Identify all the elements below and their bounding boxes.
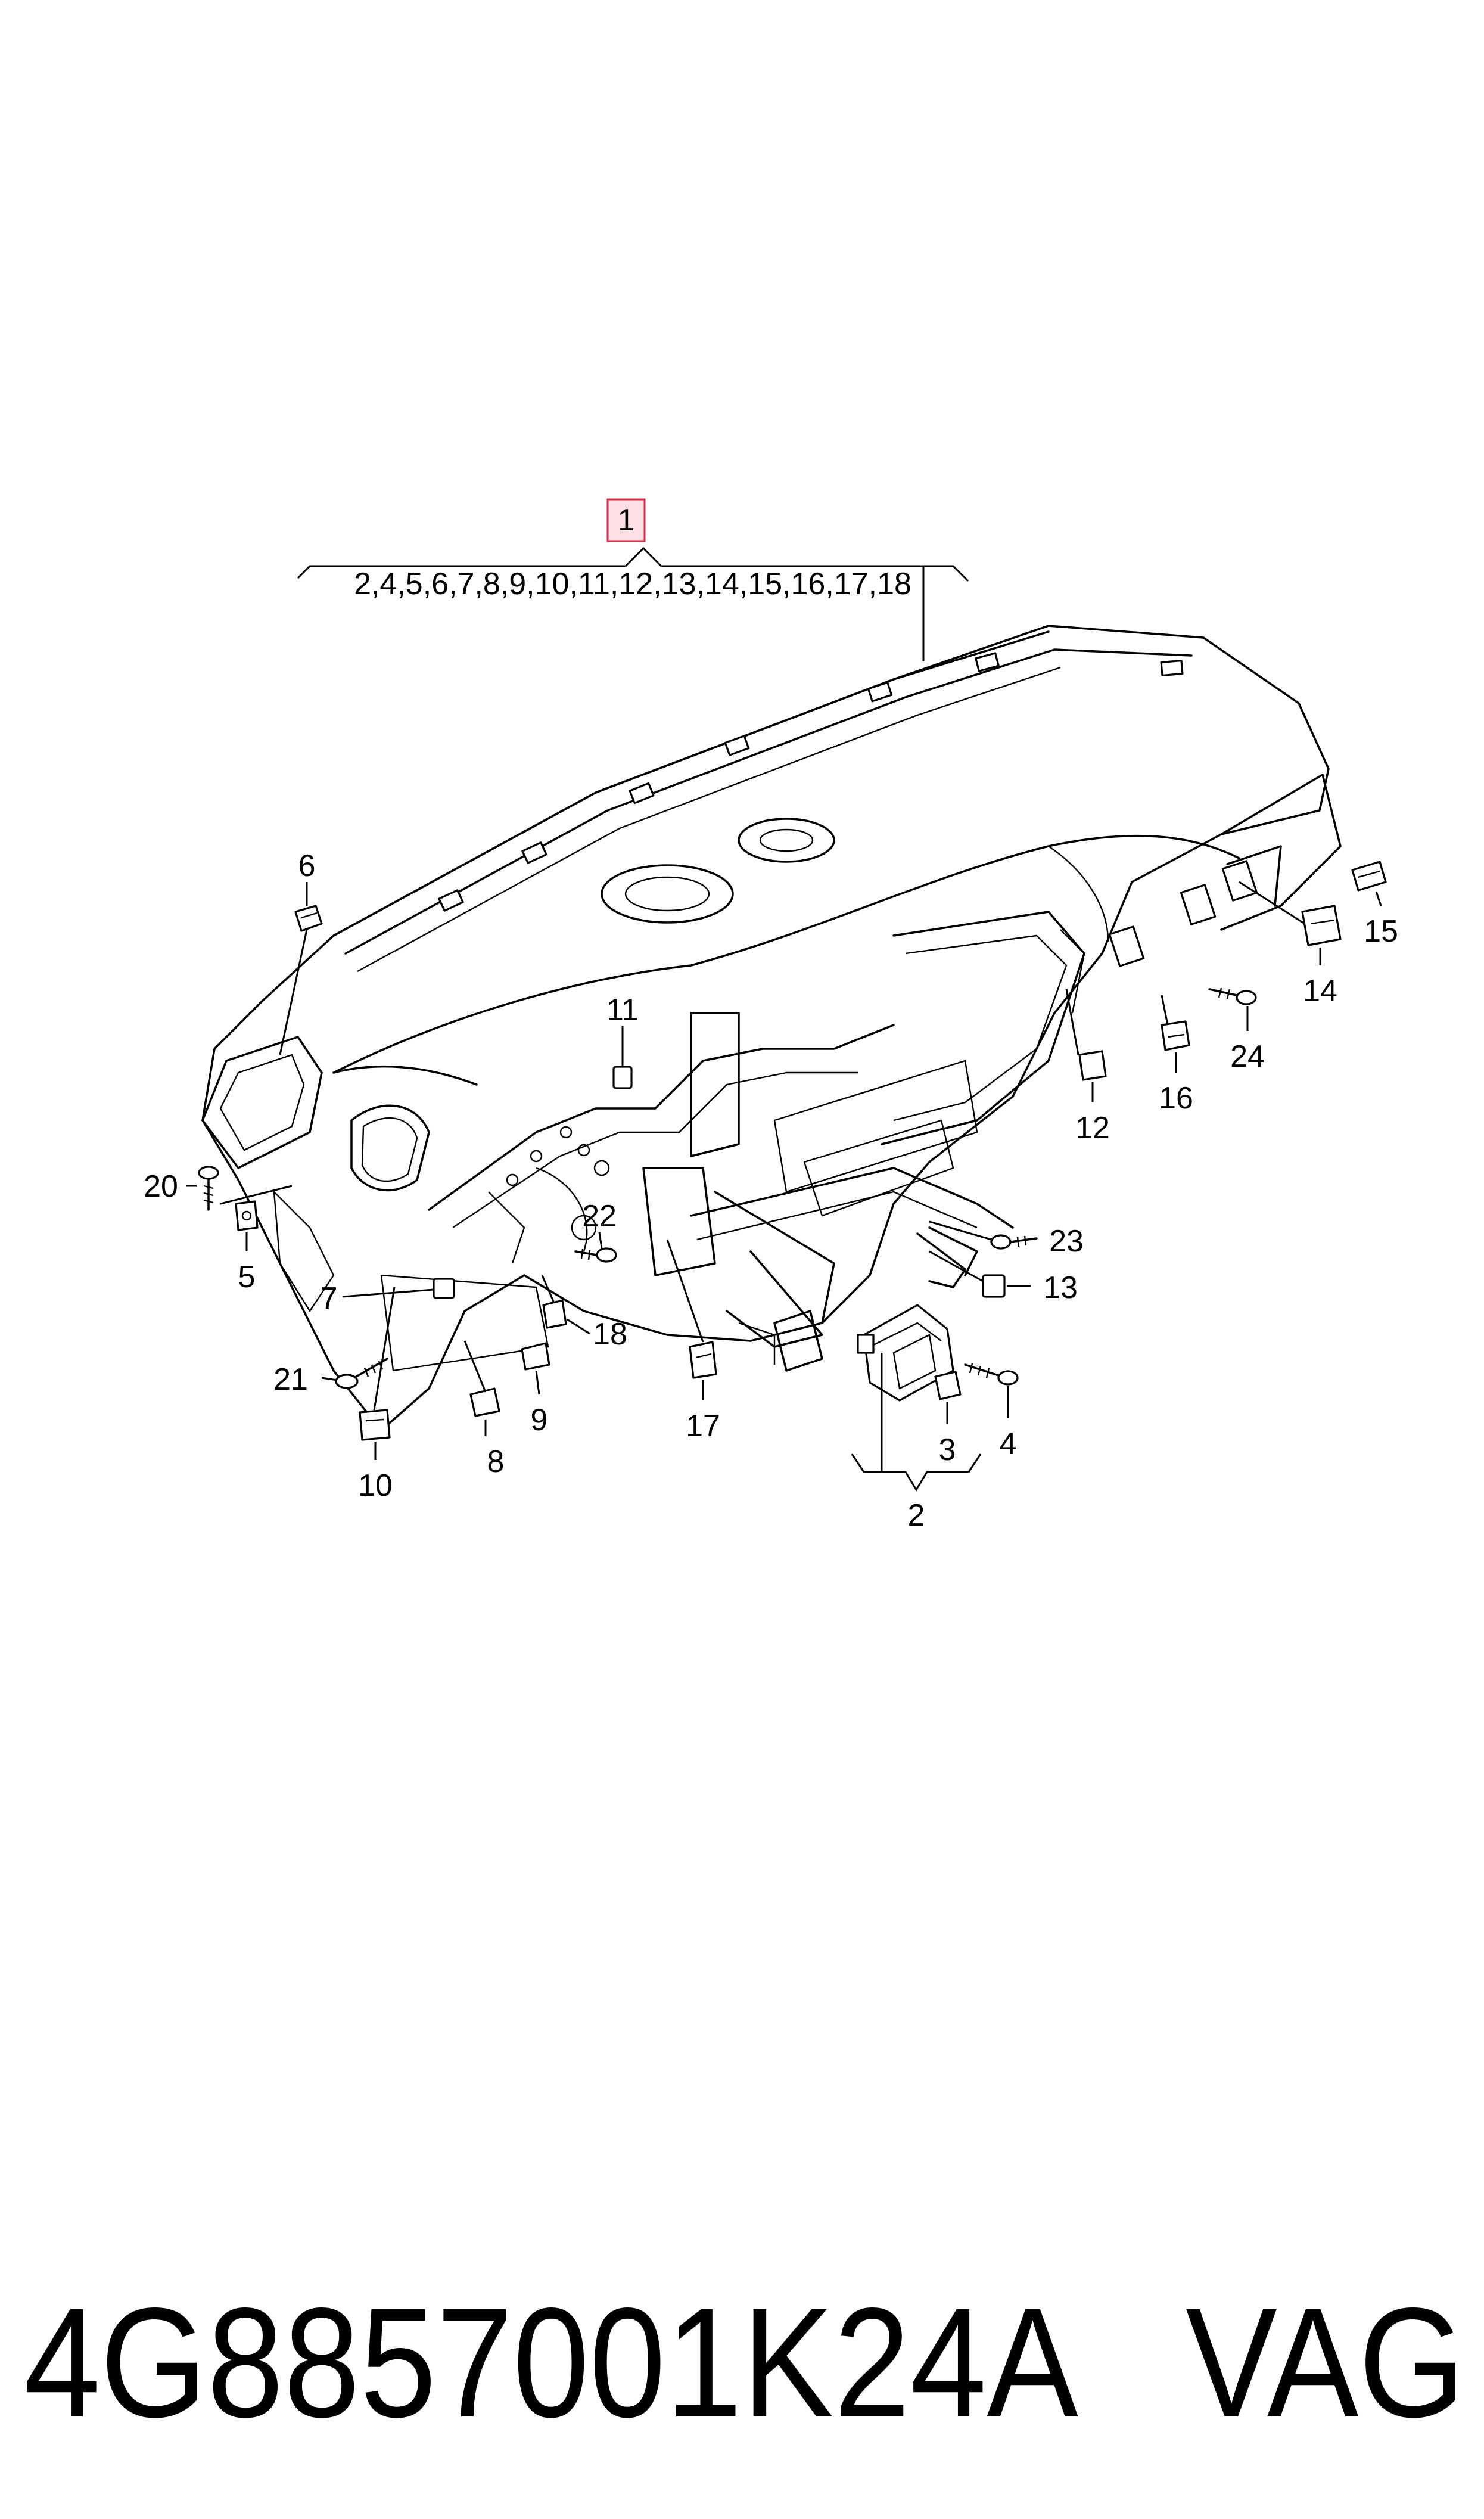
callout-14: 14 [1303,974,1337,1008]
callout-4: 4 [1000,1427,1017,1461]
callout-11: 11 [606,993,639,1027]
assembly-callout-box [606,498,646,542]
dashboard-assembly [201,625,1342,1431]
screw-22 [574,1247,617,1263]
callout-16: 16 [1159,1081,1193,1116]
leader-lines [186,546,1382,1492]
callout-6: 6 [298,849,316,883]
clip-9 [521,1342,550,1371]
callout-7: 7 [321,1281,338,1316]
clip-12 [1078,1050,1107,1081]
clip-14 [1301,905,1342,946]
clip-11 [612,1066,633,1089]
frame-holes [506,1126,610,1241]
callout-15: 15 [1364,914,1398,949]
callout-18: 18 [593,1317,627,1352]
screw-20 [198,1166,219,1211]
callout-1: 1 [618,503,635,538]
callout-22: 22 [582,1199,617,1234]
callout-2: 2 [908,1498,925,1533]
screw-4 [964,1363,1019,1386]
clip-15 [1351,861,1387,892]
clip-3 [934,1371,962,1400]
assembly-includes-list: 2,4,5,6,7,8,9,10,11,12,13,14,15,16,17,18 [354,567,911,601]
callout-9: 9 [531,1403,548,1437]
clip-5 [235,1200,259,1231]
callout-8: 8 [487,1445,505,1479]
callout-10: 10 [358,1468,393,1503]
callout-13: 13 [1043,1271,1078,1305]
clip-16 [1161,1020,1190,1051]
brand-label: VAG [1186,2275,1466,2450]
callout-5: 5 [238,1260,256,1294]
clip-18 [542,1299,567,1329]
screw-24 [1208,987,1257,1005]
callout-labels: 1 2,4,5,6,7,8,9,10,11,12,13,14,15,16,17,… [144,498,1398,1533]
screw-23 [990,1234,1038,1250]
clip-6 [294,905,323,932]
clip-17 [689,1341,717,1379]
callout-23: 23 [1049,1224,1084,1259]
clip-7 [433,1278,455,1299]
callout-21: 21 [273,1362,308,1397]
callout-20: 20 [144,1169,178,1204]
clip-10 [359,1409,391,1441]
top-edge-clips [438,652,1184,912]
clip-8 [469,1387,500,1417]
callout-17: 17 [686,1409,720,1443]
callout-3: 3 [939,1433,956,1467]
control-module [857,1304,954,1402]
callout-12: 12 [1075,1111,1110,1145]
footer: 4G8857001K24A VAG [24,2275,1466,2450]
part-number: 4G8857001K24A [24,2275,1079,2450]
callout-24: 24 [1230,1039,1265,1074]
clip-13 [982,1274,1006,1298]
